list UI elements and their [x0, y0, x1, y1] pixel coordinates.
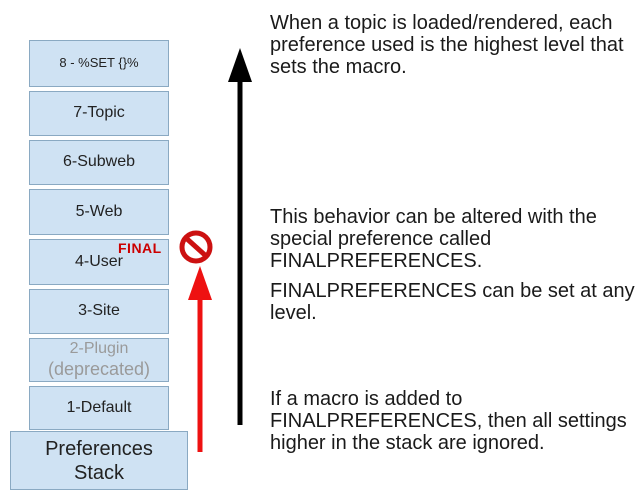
level-8-box: 8 - %SET {}% — [29, 40, 169, 87]
preferences-stack-base: Preferences Stack — [10, 431, 188, 490]
paragraph-2: This behavior can be altered with the sp… — [270, 206, 597, 272]
level-5-box: 5-Web — [29, 189, 169, 235]
level-8-label: 8 - %SET {}% — [59, 55, 139, 71]
paragraph-4: If a macro is added to FINALPREFERENCES,… — [270, 388, 627, 454]
level-7-label: 7-Topic — [73, 104, 125, 122]
level-3-box: 3-Site — [29, 289, 169, 334]
up-arrow-red-icon — [188, 266, 212, 452]
level-1-box: 1-Default — [29, 386, 169, 430]
level-6-label: 6-Subweb — [62, 153, 136, 171]
level-2-label-line2: (deprecated) — [47, 358, 151, 379]
level-4-label: 4-User — [74, 252, 123, 270]
level-2-label-line1: 2-Plugin — [69, 340, 129, 358]
level-3-label: 3-Site — [78, 302, 120, 320]
level-7-box: 7-Topic — [29, 91, 169, 136]
level-4-box: 4-User — [29, 239, 169, 285]
paragraph-1: When a topic is loaded/rendered, each pr… — [270, 12, 624, 78]
level-5-label: 5-Web — [75, 202, 123, 220]
level-2-box: 2-Plugin (deprecated) — [29, 338, 169, 382]
no-entry-icon — [179, 230, 213, 264]
level-6-box: 6-Subweb — [29, 140, 169, 185]
base-label-line1: Preferences — [45, 437, 153, 460]
final-label: FINAL — [118, 240, 162, 256]
base-label-line2: Stack — [73, 461, 125, 484]
paragraph-3: FINALPREFERENCES can be set at any level… — [270, 280, 635, 324]
level-1-label: 1-Default — [66, 398, 132, 416]
up-arrow-icon — [228, 48, 252, 425]
